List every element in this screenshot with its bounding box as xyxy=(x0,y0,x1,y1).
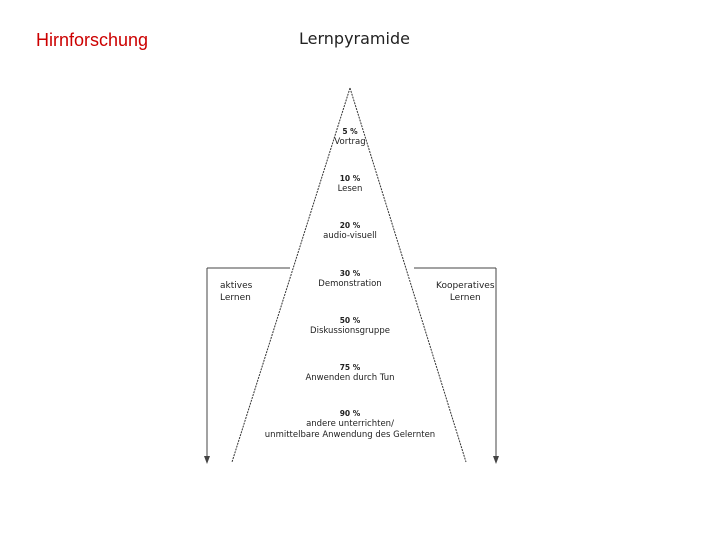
right-label-line1: Kooperatives xyxy=(436,281,495,291)
right-bracket xyxy=(414,267,497,458)
level-label: Demonstration xyxy=(318,279,382,289)
pyramid-left-edge xyxy=(231,87,351,463)
level-percent: 5 % xyxy=(342,127,358,136)
level-percent: 10 % xyxy=(339,174,361,183)
level-label: Diskussionsgruppe xyxy=(310,326,390,336)
level-percent: 30 % xyxy=(339,269,361,278)
right-label-line2: Lernen xyxy=(449,293,481,303)
level-label: Lesen xyxy=(337,184,363,194)
pyramid-right-edge xyxy=(349,87,467,463)
level-label-line2: unmittelbare Anwendung des Gelernten xyxy=(264,430,436,440)
level-label: audio-visuell xyxy=(323,231,377,241)
left-label-line2: Lernen xyxy=(220,293,251,303)
level-audio-visuell: 20 % audio-visuell xyxy=(250,221,450,242)
level-anwenden-durch-tun: 75 % Anwenden durch Tun xyxy=(250,363,450,384)
level-demonstration: 30 % Demonstration xyxy=(250,269,450,290)
level-lesen: 10 % Lesen xyxy=(250,174,450,195)
diagram-title: Lernpyramide xyxy=(299,29,410,48)
left-label: aktives Lernen xyxy=(220,280,252,304)
right-label: Kooperatives Lernen xyxy=(436,280,495,304)
level-andere-unterrichten: 90 % andere unterrichten/ unmittelbare A… xyxy=(250,409,450,441)
level-vortrag: 5 % Vortrag xyxy=(250,127,450,148)
right-arrow-head xyxy=(493,456,499,464)
left-label-line1: aktives xyxy=(220,281,253,291)
level-percent: 75 % xyxy=(339,363,361,372)
level-percent: 20 % xyxy=(339,221,361,230)
level-percent: 50 % xyxy=(339,316,361,325)
left-arrow-head xyxy=(204,456,210,464)
left-bracket xyxy=(206,267,290,458)
level-label: Anwenden durch Tun xyxy=(305,373,395,383)
level-label: andere unterrichten/ xyxy=(306,419,394,429)
level-diskussionsgruppe: 50 % Diskussionsgruppe xyxy=(250,316,450,337)
level-label: Vortrag xyxy=(334,137,366,147)
slide-title: Hirnforschung xyxy=(36,30,149,50)
pyramid-outline xyxy=(231,87,467,463)
level-percent: 90 % xyxy=(339,409,361,418)
